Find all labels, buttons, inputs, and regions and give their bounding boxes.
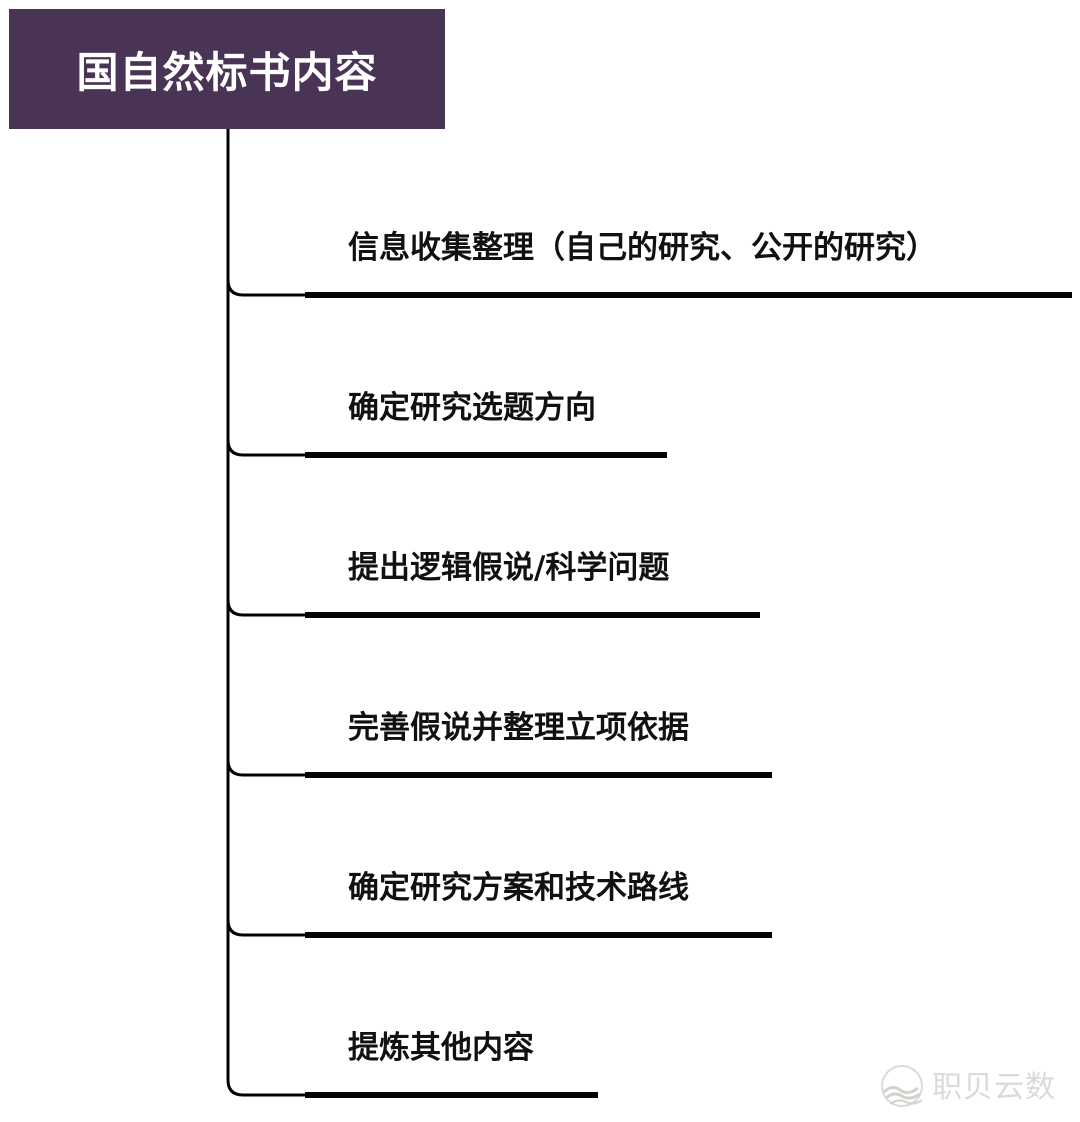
branch-label-3[interactable]: 提出逻辑假说/科学问题 — [348, 550, 670, 586]
branch-label-5[interactable]: 确定研究方案和技术路线 — [348, 870, 689, 906]
branch-label-6[interactable]: 提炼其他内容 — [348, 1030, 534, 1066]
branch-label-2[interactable]: 确定研究选题方向 — [348, 390, 596, 426]
wave-logo-icon — [881, 1065, 923, 1107]
branch-connector-1 — [226, 279, 305, 297]
root-node[interactable]: 国自然标书内容 — [9, 9, 445, 129]
branch-connector-4 — [226, 759, 305, 777]
branch-connector-6 — [226, 1079, 305, 1097]
branch-label-4[interactable]: 完善假说并整理立项依据 — [348, 710, 689, 746]
branch-connector-5 — [226, 919, 305, 937]
branch-connector-2 — [226, 439, 305, 457]
watermark-text: 职贝云数 — [932, 1070, 1056, 1105]
branch-label-1[interactable]: 信息收集整理（自己的研究、公开的研究） — [348, 230, 937, 266]
watermark: 职贝云数 — [874, 1056, 1074, 1116]
root-title: 国自然标书内容 — [76, 47, 378, 97]
branch-connector-3 — [226, 599, 305, 617]
